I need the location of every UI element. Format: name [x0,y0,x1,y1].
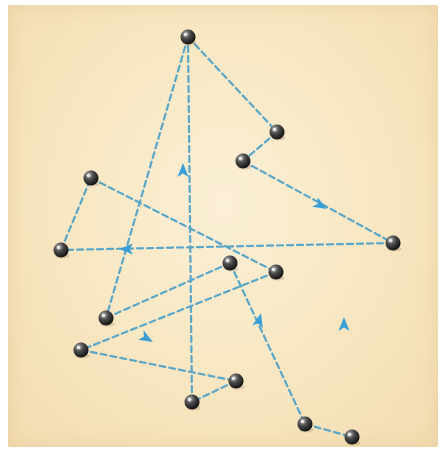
particle-ball-icon [99,311,115,327]
particle-ball-icon [181,30,197,46]
particle-ball-icon [223,256,239,272]
particle-ball-icon [185,395,201,411]
path-segment [61,178,91,250]
direction-arrow-icon [339,317,350,331]
particle-ball-icon [229,374,245,390]
path-segment [188,37,192,402]
path-segment [188,37,277,132]
direction-arrows [119,163,350,347]
direction-arrow-icon [178,163,189,177]
direction-arrow-icon [138,330,156,347]
path-segment [106,37,188,318]
path-segment [106,263,230,318]
particle-ball-icon [386,236,402,252]
particle-positions [54,30,402,446]
particle-ball-icon [74,343,90,359]
path-segments [61,37,393,437]
path-segment [81,272,276,350]
path-segment [230,263,305,424]
particle-ball-icon [54,243,70,259]
particle-ball-icon [269,265,285,281]
particle-ball-icon [270,125,286,141]
path-segment [81,350,236,381]
particle-ball-icon [298,417,314,433]
particle-ball-icon [84,171,100,187]
path-segment [91,178,276,272]
particle-ball-icon [345,430,361,446]
